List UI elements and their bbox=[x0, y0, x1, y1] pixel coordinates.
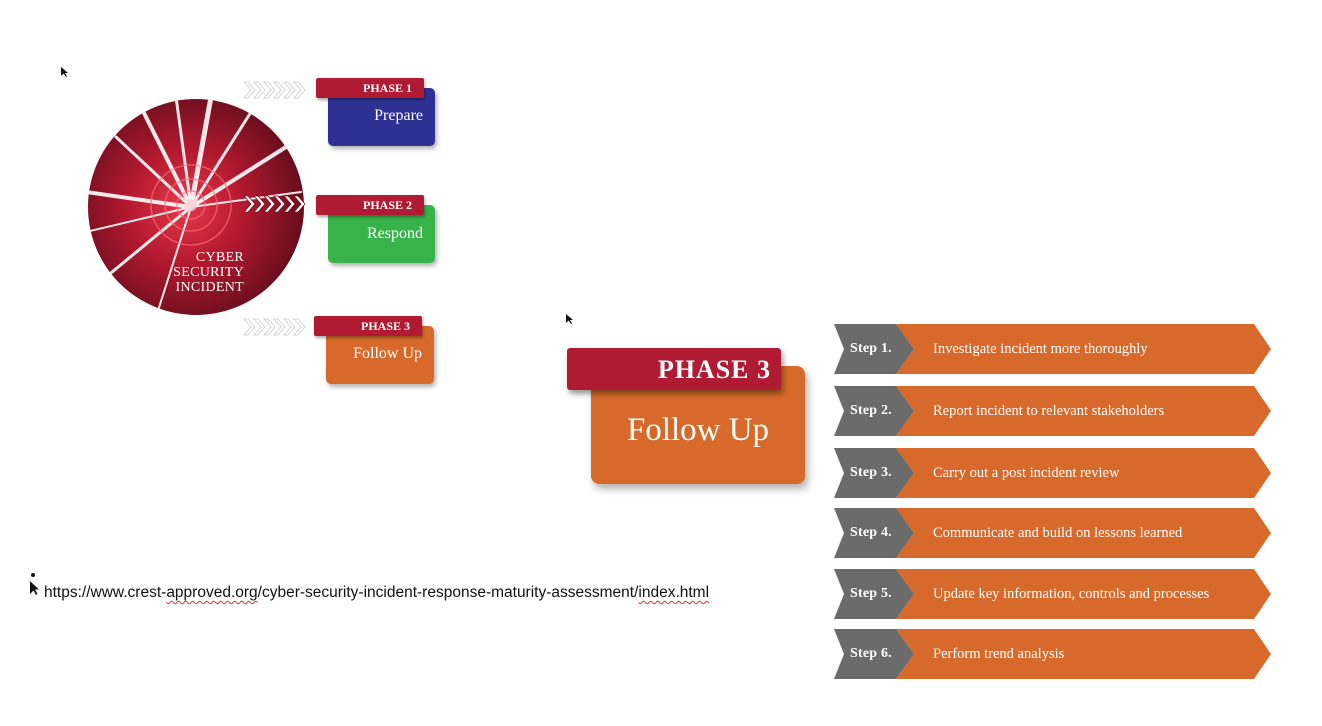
circle-label-line: INCIDENT bbox=[175, 280, 244, 295]
step-label: Step 5. bbox=[850, 586, 892, 601]
chevron-arrows-icon bbox=[242, 316, 308, 338]
url-part: /cyber-security-incident-response-maturi… bbox=[257, 584, 639, 601]
step-text: Update key information, controls and pro… bbox=[933, 586, 1210, 602]
step-label: Step 4. bbox=[850, 525, 892, 540]
phase-2-tag: PHASE 2 bbox=[316, 195, 424, 215]
step-label: Step 2. bbox=[850, 403, 892, 418]
step-text: Report incident to relevant stakeholders bbox=[933, 403, 1165, 419]
url-part: index.html bbox=[638, 584, 710, 601]
step-label: Step 3. bbox=[850, 465, 892, 480]
step-item: Step 5. Update key information, controls… bbox=[834, 567, 1272, 621]
reference-url-link[interactable]: https://www.crest-approved.org/cyber-sec… bbox=[44, 584, 709, 602]
cyber-incident-graphic bbox=[86, 97, 306, 317]
step-text: Carry out a post incident review bbox=[933, 465, 1120, 481]
circle-label-line: CYBER bbox=[195, 250, 244, 265]
url-part: https://www.crest- bbox=[44, 584, 167, 601]
chevron-arrows-icon bbox=[242, 193, 308, 215]
circle-label-line: SECURITY bbox=[173, 265, 244, 280]
step-item: Step 1. Investigate incident more thorou… bbox=[834, 322, 1272, 376]
step-item: Step 4. Communicate and build on lessons… bbox=[834, 506, 1272, 560]
step-label: Step 6. bbox=[850, 646, 892, 661]
step-text: Investigate incident more thoroughly bbox=[933, 341, 1148, 357]
phase-3-tag: PHASE 3 bbox=[314, 316, 422, 336]
step-label: Step 1. bbox=[850, 341, 892, 356]
url-part: approved.org bbox=[166, 584, 258, 601]
step-item: Step 6. Perform trend analysis bbox=[834, 627, 1272, 681]
step-text: Communicate and build on lessons learned bbox=[933, 525, 1183, 541]
step-item: Step 3. Carry out a post incident review bbox=[834, 446, 1272, 500]
chevron-arrows-icon bbox=[242, 79, 308, 101]
step-text: Perform trend analysis bbox=[933, 646, 1065, 662]
focus-phase-tag: PHASE 3 bbox=[567, 348, 781, 390]
phase-1-tag: PHASE 1 bbox=[316, 78, 424, 98]
circle-label: CYBER SECURITY INCIDENT bbox=[152, 250, 244, 295]
step-item: Step 2. Report incident to relevant stak… bbox=[834, 384, 1272, 438]
